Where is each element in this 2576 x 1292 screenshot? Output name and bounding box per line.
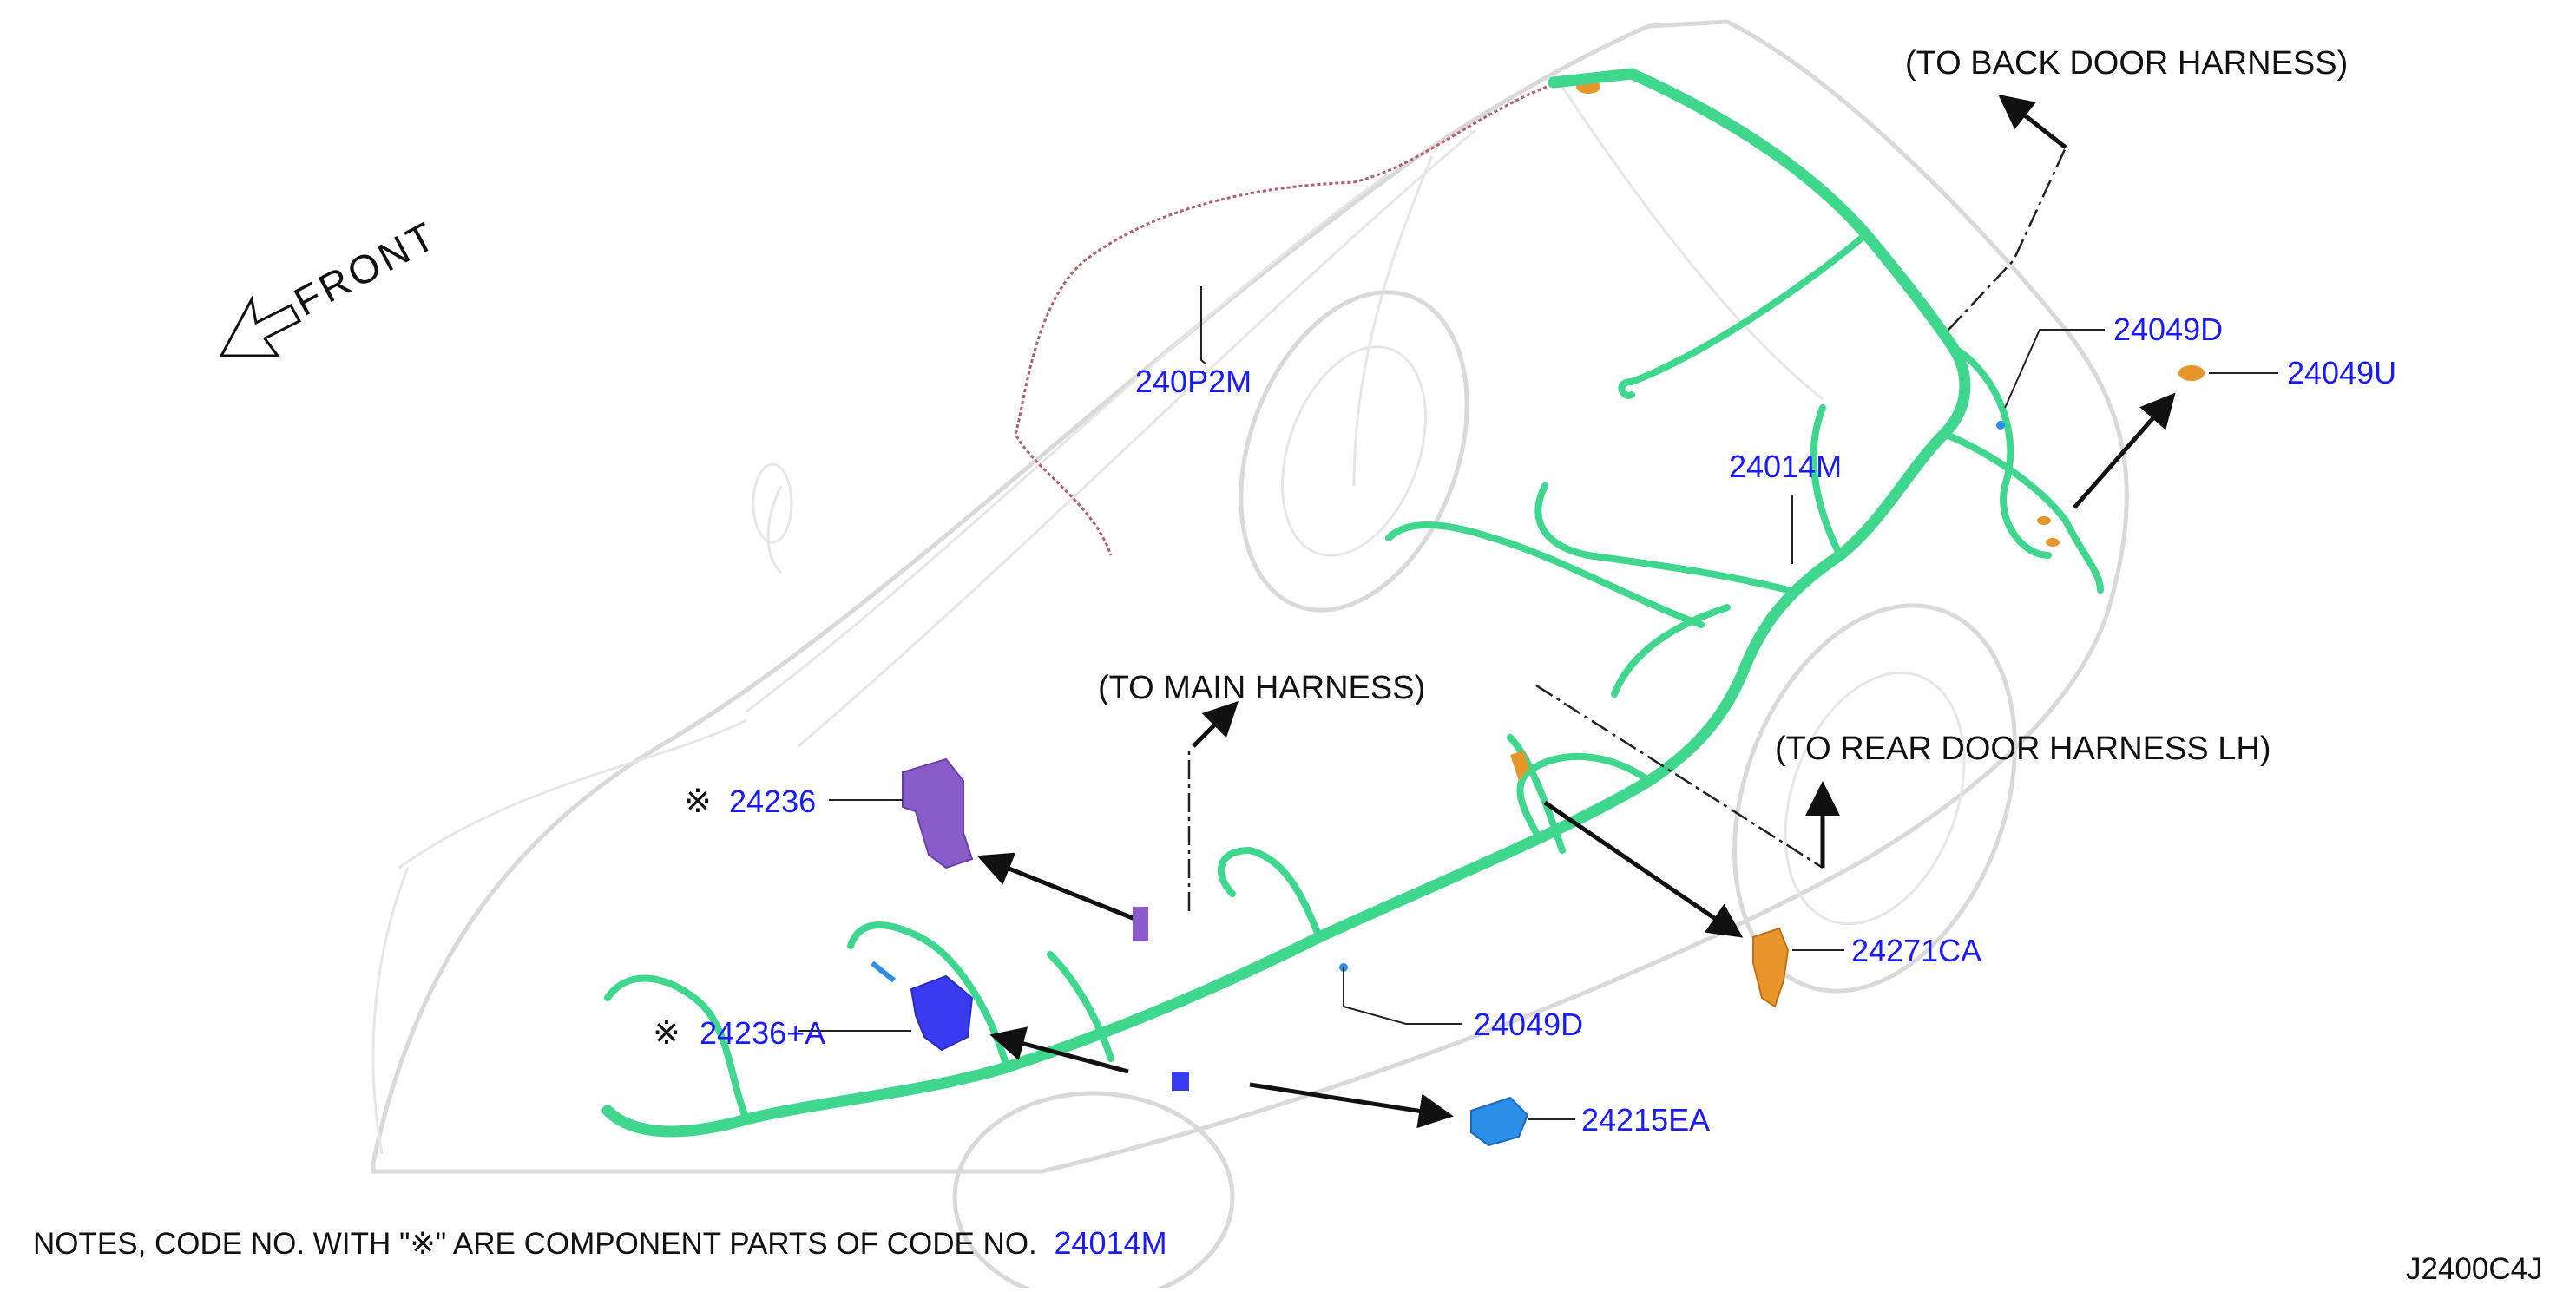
part-24236A-icon xyxy=(871,961,974,1052)
part-label-24049U: 24049U xyxy=(2287,355,2396,390)
part-label-240P2M: 240P2M xyxy=(1135,364,1252,399)
body-harness-24014M xyxy=(601,68,2104,1138)
installed-parts xyxy=(1133,421,2060,1091)
part-label-24049D-top: 24049D xyxy=(2113,312,2223,347)
front-direction-indicator: FRONT xyxy=(219,212,444,357)
part-label-24236: 24236 xyxy=(729,784,816,819)
leader-lines xyxy=(798,286,2278,1120)
diagram-id: J2400C4J xyxy=(2406,1252,2543,1286)
front-label: FRONT xyxy=(286,212,444,325)
front-arrow-icon xyxy=(219,295,302,357)
part-24271CA-icon xyxy=(1752,927,1790,1008)
part-24215EA-icon xyxy=(1470,1096,1529,1147)
direction-guides xyxy=(1187,147,2067,911)
part-label-24271CA: 24271CA xyxy=(1851,933,1981,968)
part-label-24014M: 24014M xyxy=(1729,449,1842,484)
notes-prefix: NOTES, CODE NO. WITH "※" ARE COMPONENT P… xyxy=(33,1227,1037,1261)
part-24236-icon xyxy=(902,757,974,869)
part-24049U-icon xyxy=(2178,365,2205,381)
component-mark-24236: ※ xyxy=(684,784,712,820)
part-label-24215EA: 24215EA xyxy=(1581,1102,1710,1138)
label-to-rear-door-harness-lh: (TO REAR DOOR HARNESS LH) xyxy=(1775,731,2270,767)
component-mark-24236A: ※ xyxy=(653,1015,680,1052)
part-label-24236A: 24236+A xyxy=(700,1015,825,1051)
label-to-back-door-harness: (TO BACK DOOR HARNESS) xyxy=(1905,45,2348,82)
label-to-main-harness: (TO MAIN HARNESS) xyxy=(1098,670,1425,706)
car-body xyxy=(371,19,2129,1292)
notes-line: NOTES, CODE NO. WITH "※" ARE COMPONENT P… xyxy=(33,1225,1167,1261)
part-label-24049D-bottom: 24049D xyxy=(1474,1007,1583,1042)
arrows xyxy=(976,94,2176,1129)
roof-wire-240P2M xyxy=(1014,81,1559,556)
notes-code: 24014M xyxy=(1055,1225,1167,1261)
